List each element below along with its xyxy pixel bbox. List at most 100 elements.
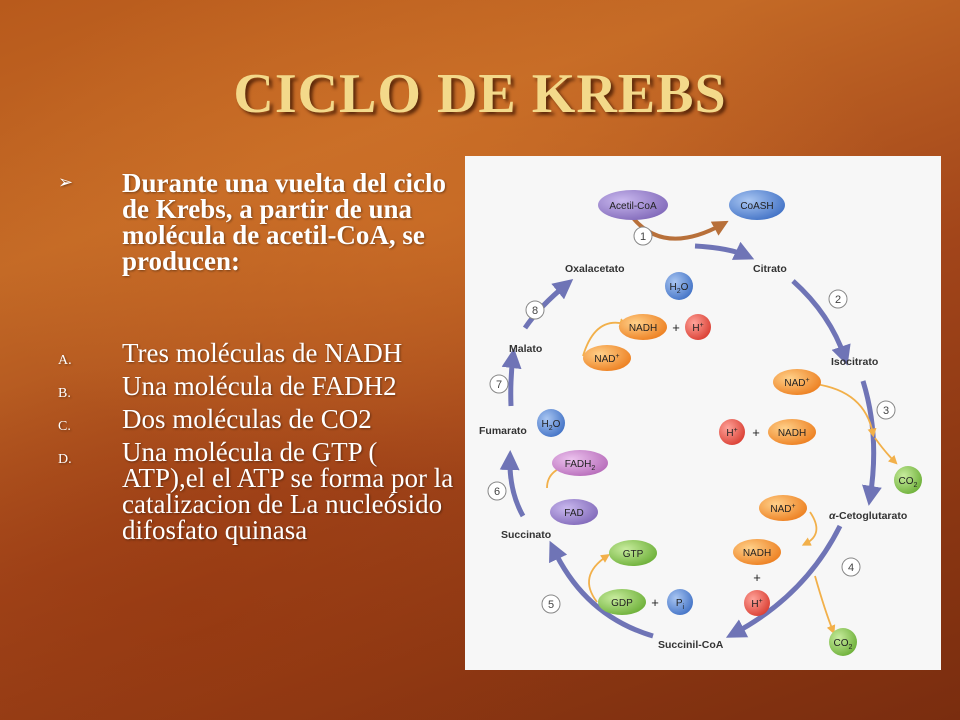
curve-step8 xyxy=(582,318,629,357)
molecule-h-step4: H+ xyxy=(744,590,770,616)
svg-text:NAD+: NAD+ xyxy=(770,503,795,515)
list-letter: A. xyxy=(58,353,72,368)
cycle-arrow-1 xyxy=(694,241,755,260)
plus-sign: + xyxy=(753,570,761,585)
molecule-co2-step3: CO2 xyxy=(894,466,922,494)
cycle-arrow-7 xyxy=(501,348,522,407)
slide-title: CICLO DE KREBS xyxy=(233,63,727,125)
step-marker: 1 xyxy=(633,226,653,246)
cycle-arrows xyxy=(499,241,882,639)
label-citrato: Citrato xyxy=(753,263,787,275)
svg-text:2: 2 xyxy=(835,294,841,306)
step-marker: 7 xyxy=(489,374,509,394)
molecule-nad-step4: NAD+ xyxy=(759,495,807,521)
molecule-coash: CoASH xyxy=(729,190,785,220)
svg-text:3: 3 xyxy=(883,405,889,417)
list-text: Una molécula de FADH2 xyxy=(122,371,397,401)
svg-text:8: 8 xyxy=(532,305,538,317)
list-item: C. Dos moléculas de CO2 xyxy=(58,404,463,435)
cycle-arrow-4 xyxy=(725,524,843,638)
acetyl-transfer-arrow xyxy=(631,216,729,241)
step-marker: 3 xyxy=(876,400,896,420)
svg-text:NAD+: NAD+ xyxy=(784,377,809,389)
arrow-bullet-icon: ➢ xyxy=(58,172,74,193)
curve-step5 xyxy=(588,554,610,603)
svg-text:NADH: NADH xyxy=(629,323,657,334)
svg-text:Pi: Pi xyxy=(676,598,685,611)
molecule-h2o-step1: H2O xyxy=(665,272,693,300)
molecule-gtp: GTP xyxy=(609,540,657,566)
list-text: Tres moléculas de NADH xyxy=(122,338,403,368)
svg-text:H+: H+ xyxy=(751,598,762,610)
label-succinato: Succinato xyxy=(501,529,551,541)
list-text: Una molécula de GTP ( ATP),el el ATP se … xyxy=(122,437,454,545)
molecule-gdp: GDP xyxy=(598,589,646,615)
svg-text:GDP: GDP xyxy=(611,598,633,609)
label-isocitrato: Isocitrato xyxy=(831,356,878,368)
intro-text: Durante una vuelta del ciclo de Krebs, a… xyxy=(122,168,446,276)
krebs-cycle-svg: Oxalacetato Citrato Isocitrato α-Cetoglu… xyxy=(479,190,922,656)
step-marker: 2 xyxy=(828,289,848,309)
svg-text:H+: H+ xyxy=(726,427,737,439)
svg-text:GTP: GTP xyxy=(623,549,644,560)
molecule-fad: FAD xyxy=(550,499,598,525)
molecule-nadh-step3: NADH xyxy=(768,419,816,445)
plus-sign: + xyxy=(672,320,680,335)
svg-text:6: 6 xyxy=(494,486,500,498)
cycle-arrow-3 xyxy=(860,380,882,506)
molecule-pi: Pi xyxy=(667,589,693,615)
step-markers: 1 2 3 4 5 6 7 8 xyxy=(487,226,896,614)
label-oxalacetato: Oxalacetato xyxy=(565,263,625,275)
curve-step4-co2 xyxy=(814,575,836,635)
step-marker: 4 xyxy=(841,557,861,577)
list-item: A. Tres moléculas de NADH xyxy=(58,338,463,369)
step-marker: 5 xyxy=(541,594,561,614)
list-letter: D. xyxy=(58,452,72,467)
svg-text:5: 5 xyxy=(548,599,554,611)
label-cetoglutarato: α-Cetoglutarato xyxy=(829,510,907,522)
svg-text:4: 4 xyxy=(848,562,854,574)
intro-paragraph: ➢ Durante una vuelta del ciclo de Krebs,… xyxy=(58,168,463,276)
curve-step3-a xyxy=(814,383,877,438)
molecule-nad-step8: NAD+ xyxy=(583,345,631,371)
cycle-arrow-6 xyxy=(499,450,526,518)
curve-step4-a xyxy=(801,511,818,546)
molecule-co2-step4: CO2 xyxy=(829,628,857,656)
svg-text:H+: H+ xyxy=(692,322,703,334)
molecule-h2o-step7: H2O xyxy=(537,409,565,437)
metabolite-labels: Oxalacetato Citrato Isocitrato α-Cetoglu… xyxy=(479,263,907,651)
svg-text:CO2: CO2 xyxy=(899,476,918,489)
svg-text:NADH: NADH xyxy=(743,548,771,559)
list-letter: C. xyxy=(58,419,71,434)
molecule-acetil-coa: Acetil-CoA xyxy=(598,190,668,220)
molecule-nadh-step4: NADH xyxy=(733,539,781,565)
cycle-arrow-5 xyxy=(549,540,654,639)
svg-text:Acetil-CoA: Acetil-CoA xyxy=(609,201,657,212)
svg-text:H2O: H2O xyxy=(542,419,561,432)
list-item: B. Una molécula de FADH2 xyxy=(58,371,463,402)
svg-text:H2O: H2O xyxy=(670,282,689,295)
svg-text:NAD+: NAD+ xyxy=(594,353,619,365)
plus-sign: + xyxy=(752,425,760,440)
label-succinil-coa: Succinil-CoA xyxy=(658,639,724,651)
cycle-arrow-2 xyxy=(791,279,851,366)
list-text: Dos moléculas de CO2 xyxy=(122,404,372,434)
curve-step3-co2 xyxy=(874,437,898,465)
list-item: D. Una molécula de GTP ( ATP),el el ATP … xyxy=(58,437,463,545)
step-marker: 8 xyxy=(525,300,545,320)
svg-text:CoASH: CoASH xyxy=(740,201,773,212)
svg-text:NADH: NADH xyxy=(778,428,806,439)
molecule-nadh-step8: NADH xyxy=(619,314,667,340)
molecule-fadh2: FADH2 xyxy=(552,450,608,476)
molecule-h-step3: H+ xyxy=(719,419,745,445)
molecule-h-step8: H+ xyxy=(685,314,711,340)
list-letter: B. xyxy=(58,386,71,401)
molecule-nad-step3: NAD+ xyxy=(773,369,821,395)
svg-text:FAD: FAD xyxy=(564,508,583,519)
svg-text:CO2: CO2 xyxy=(834,638,853,651)
label-malato: Malato xyxy=(509,343,542,355)
plus-sign: + xyxy=(651,595,659,610)
product-list: A. Tres moléculas de NADH B. Una molécul… xyxy=(58,340,463,550)
label-fumarato: Fumarato xyxy=(479,425,527,437)
svg-text:1: 1 xyxy=(640,231,646,243)
